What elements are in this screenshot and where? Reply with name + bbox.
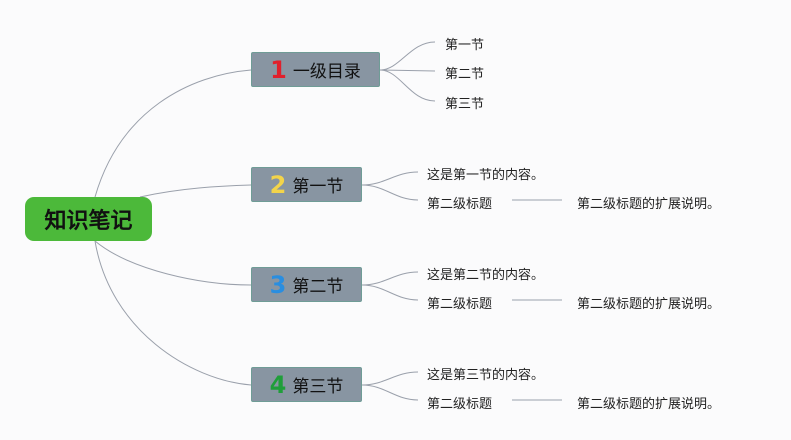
- number-badge: 3: [269, 270, 287, 299]
- content-text[interactable]: 这是第二节的内容。: [427, 268, 545, 283]
- subheading-description[interactable]: 第二级标题的扩展说明。: [577, 297, 721, 312]
- content-text[interactable]: 这是第三节的内容。: [427, 368, 545, 383]
- subheading-description[interactable]: 第二级标题的扩展说明。: [577, 197, 721, 212]
- number-badge: 1: [270, 55, 287, 84]
- number-badge: 4: [269, 370, 287, 399]
- topic-item[interactable]: 第三节: [445, 97, 485, 112]
- number-badge: 2: [269, 170, 287, 199]
- topic-item[interactable]: 第一节: [445, 38, 485, 53]
- topic-item[interactable]: 第二节: [445, 67, 485, 82]
- node-label: 第一节: [292, 177, 344, 197]
- subheading[interactable]: 第二级标题: [427, 197, 493, 212]
- node-label: 第三节: [292, 377, 344, 397]
- node-label: 第二节: [292, 277, 344, 297]
- root-node[interactable]: 知识笔记: [25, 197, 152, 241]
- node-label: 一级目录: [292, 62, 361, 82]
- subheading[interactable]: 第二级标题: [427, 397, 493, 412]
- subheading-description[interactable]: 第二级标题的扩展说明。: [577, 397, 721, 412]
- subheading[interactable]: 第二级标题: [427, 297, 493, 312]
- content-text[interactable]: 这是第一节的内容。: [427, 168, 545, 183]
